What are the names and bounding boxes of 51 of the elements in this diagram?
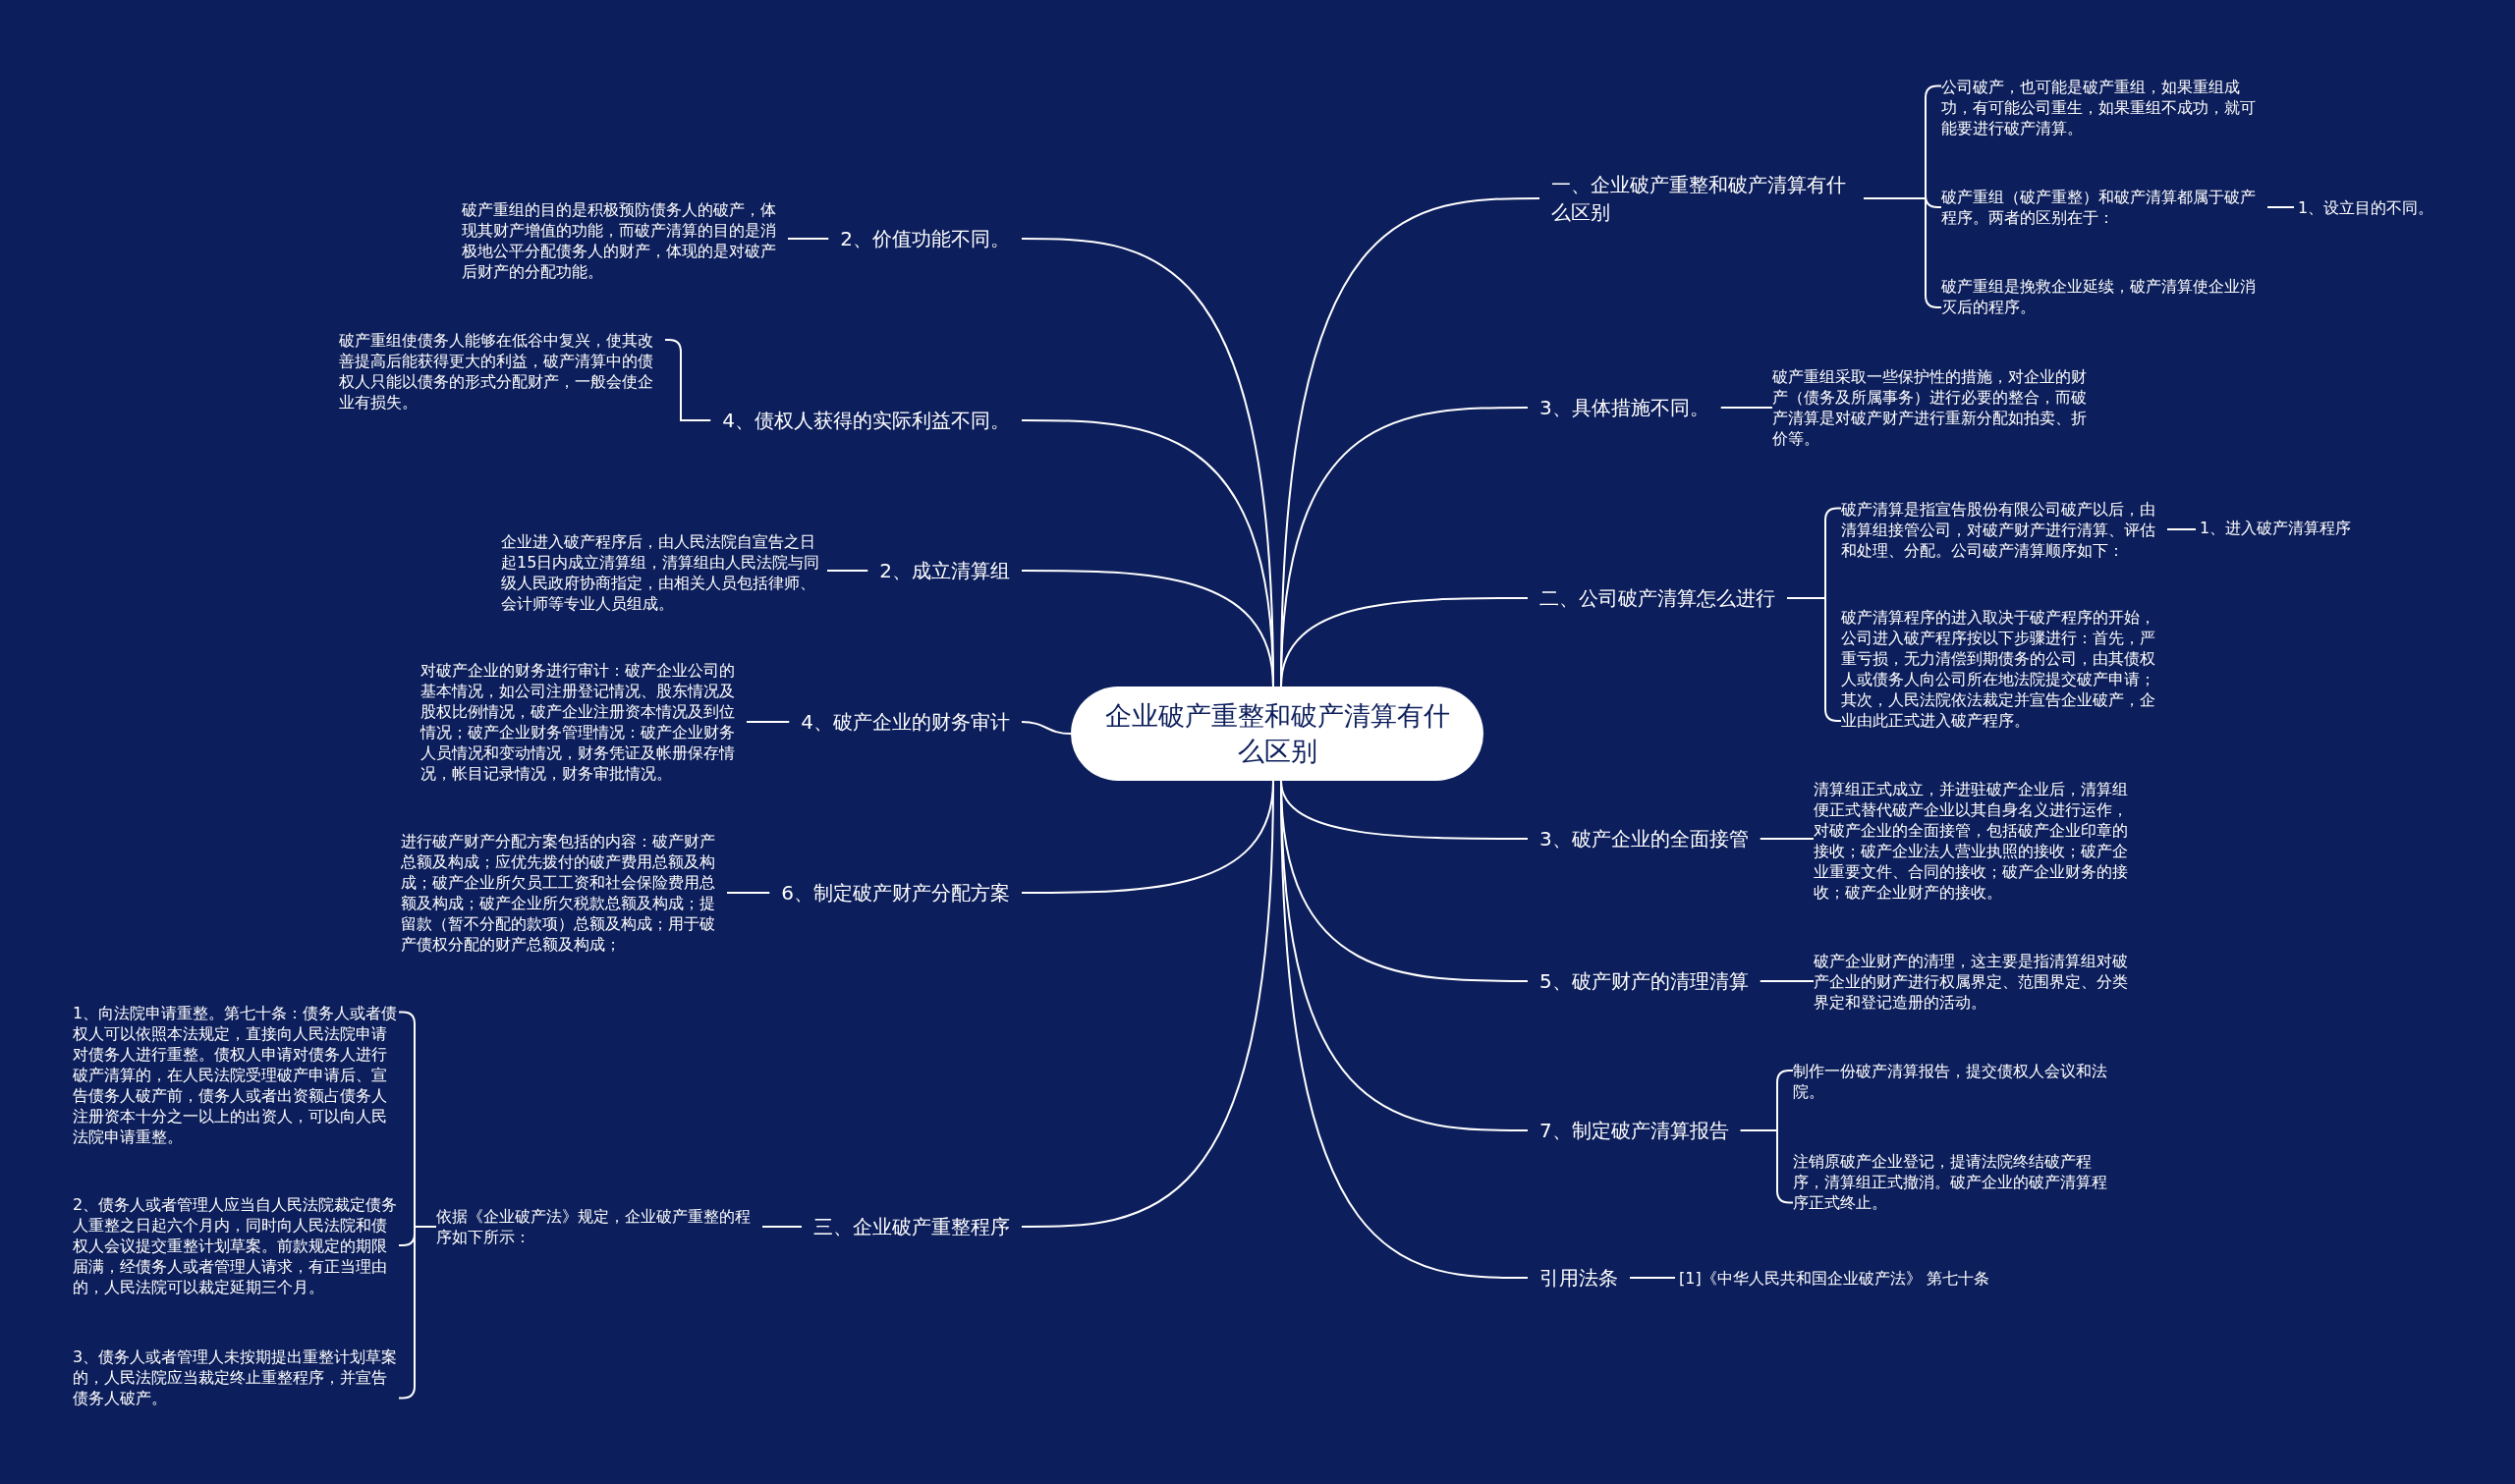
branch-topic: 2、成立清算组 <box>867 557 1022 584</box>
detail-text: 公司破产，也可能是破产重组，如果重组成功，有可能公司重生，如果重组不成功，就可能要进行破产清算。 <box>1941 76 2267 138</box>
branch-topic: 4、债权人获得的实际利益不同。 <box>710 407 1022 434</box>
detail-text: 破产清算是指宣告股份有限公司破产以后，由清算组接管公司，对破产财产进行清算、评估和处理、分配。公司破产清算顺序如下： <box>1841 498 2167 561</box>
detail-text: 3、债务人或者管理人未按期提出重整计划草案的，人民法院应当裁定终止重整程序，并宣告债务人破产。 <box>73 1346 399 1408</box>
connector-line <box>1759 838 1815 840</box>
branch-topic: 5、破产财产的清理清算 <box>1528 967 1760 995</box>
detail-text: 1、向法院申请重整。第七十条：债务人或者债权人可以依照本法规定，直接向人民法院申请对债务人进行重整。债权人申请对债务人进行破产清算的，在人民法院受理破产申请后、宣告债务人破产前，债务人或者出资额占债务人注册资本十分之一以上的出资人，可以向人民法院申请重整。 <box>73 1002 399 1147</box>
detail-text: 注销原破产企业登记，提请法院终结破产程序，清算组正式撤消。破产企业的破产清算程序正式终止。 <box>1793 1150 2119 1213</box>
sub-topic: 1、进入破产清算程序 <box>2196 517 2356 538</box>
detail-text: 破产清算程序的进入取决于破产程序的开始，公司进入破产程序按以下步骤进行：首先，严重亏损，无力清偿到期债务的公司，由其债权人或债务人向公司所在地法院提交破产申请；其次，人民法院依法裁定并宣告企业破产，企业由此正式进入破产程序。 <box>1841 607 2167 731</box>
connector-line <box>1759 980 1815 982</box>
connector-line <box>1280 597 1529 687</box>
detail-text: 破产重组采取一些保护性的措施，对企业的财产（债务及所属事务）进行必要的整合，而破产清算是对破产财产进行重新分配如拍卖、折价等。 <box>1772 366 2098 449</box>
detail-text: 破产重组的目的是积极预防债务人的破产，体现其财产增值的功能，而破产清算的目的是消极地公平分配债务人的财产，体现的是对破产后财产的分配功能。 <box>462 199 788 282</box>
detail-text: 破产重组是挽救企业延续，破产清算使企业消灭后的程序。 <box>1941 276 2267 317</box>
connector-line <box>1629 1277 1676 1279</box>
detail-text: 对破产企业的财务进行审计：破产企业公司的基本情况，如公司注册登记情况、股东情况及股权比例情况，破产企业注册资本情况及到位情况；破产企业财务管理情况：破产企业财务人员情况和变动情况，财务凭证及帐册保存情况，帐目记录情况，财务审批情况。 <box>420 660 747 784</box>
connector-line <box>1021 780 1274 1228</box>
detail-text: 2、债务人或者管理人应当自人民法院裁定债务人重整之日起六个月内，同时向人民法院和债权人会议提交重整计划草案。前款规定的期限届满，经债务人或者管理人请求，有正当理由的，人民法院可以裁定延期三个月。 <box>73 1193 399 1297</box>
connector-line <box>726 892 771 894</box>
detail-text: 破产企业财产的清理，这主要是指清算组对破产企业的财产进行权属界定、范围界定、分类界定和登记造册的活动。 <box>1814 950 2140 1013</box>
detail-text: 破产重组（破产重整）和破产清算都属于破产程序。两者的区别在于： <box>1941 187 2267 228</box>
branch-topic: 3、破产企业的全面接管 <box>1528 825 1760 852</box>
branch-topic: 一、企业破产重整和破产清算有什么区别 <box>1539 171 1864 226</box>
branch-topic: 三、企业破产重整程序 <box>802 1213 1022 1240</box>
connector-line <box>746 721 791 723</box>
detail-text: 破产重组使债务人能够在低谷中复兴，使其改善提高后能获得更大的利益，破产清算中的债权人只能以债务的形式分配财产，一般会使企业有损失。 <box>339 330 665 412</box>
detail-text: 进行破产财产分配方案包括的内容：破产财产总额及构成；应优先拨付的破产费用总额及构成；破产企业所欠员工工资和社会保险费用总额及构成；破产企业所欠税款总额及构成；提留款（暂不分配的款项）总额及构成；用于破产债权分配的财产总额及构成； <box>401 831 727 955</box>
branch-topic: 引用法条 <box>1528 1264 1630 1292</box>
branch-topic: 3、具体措施不同。 <box>1528 394 1721 421</box>
central-topic: 企业破产重整和破产清算有什么区别 <box>1071 687 1483 781</box>
branch-topic: 2、价值功能不同。 <box>828 225 1022 252</box>
connector-line <box>826 570 869 572</box>
branch-topic: 4、破产企业的财务审计 <box>789 708 1022 736</box>
sub-topic: 1、设立目的不同。 <box>2294 196 2438 218</box>
sub-topic: [1]《中华人民共和国企业破产法》 第七十条 <box>1675 1267 1993 1289</box>
connector-line <box>2166 528 2197 530</box>
connector-line <box>787 238 830 240</box>
detail-text: 企业进入破产程序后，由人民法院自宣告之日起15日内成立清算组，清算组由人民法院与同级人民政府协商指定，由相关人员包括律师、会计师等专业人员组成。 <box>501 531 827 614</box>
detail-text: 清算组正式成立，并进驻破产企业后，清算组便正式替代破产企业以其自身名义进行运作，对破产企业的全面接管，包括破产企业印章的接收；破产企业法人营业执照的接收；破产企业重要文件、合同的接收；破产企业财务的接收；破产企业财产的接收。 <box>1814 779 2140 903</box>
connector-line <box>1021 570 1274 687</box>
branch-topic: 6、制定破产财产分配方案 <box>769 879 1022 907</box>
branch-topic: 7、制定破产清算报告 <box>1528 1117 1741 1144</box>
branch-topic: 二、公司破产清算怎么进行 <box>1528 584 1787 612</box>
connector-line <box>2266 206 2295 208</box>
detail-text: 制作一份破产清算报告，提交债权人会议和法院。 <box>1793 1061 2119 1102</box>
connector-line <box>761 1226 803 1228</box>
connector-line <box>1021 721 1072 735</box>
connector-line <box>1719 407 1773 409</box>
detail-text: 依据《企业破产法》规定，企业破产重整的程序如下所示： <box>436 1206 762 1247</box>
